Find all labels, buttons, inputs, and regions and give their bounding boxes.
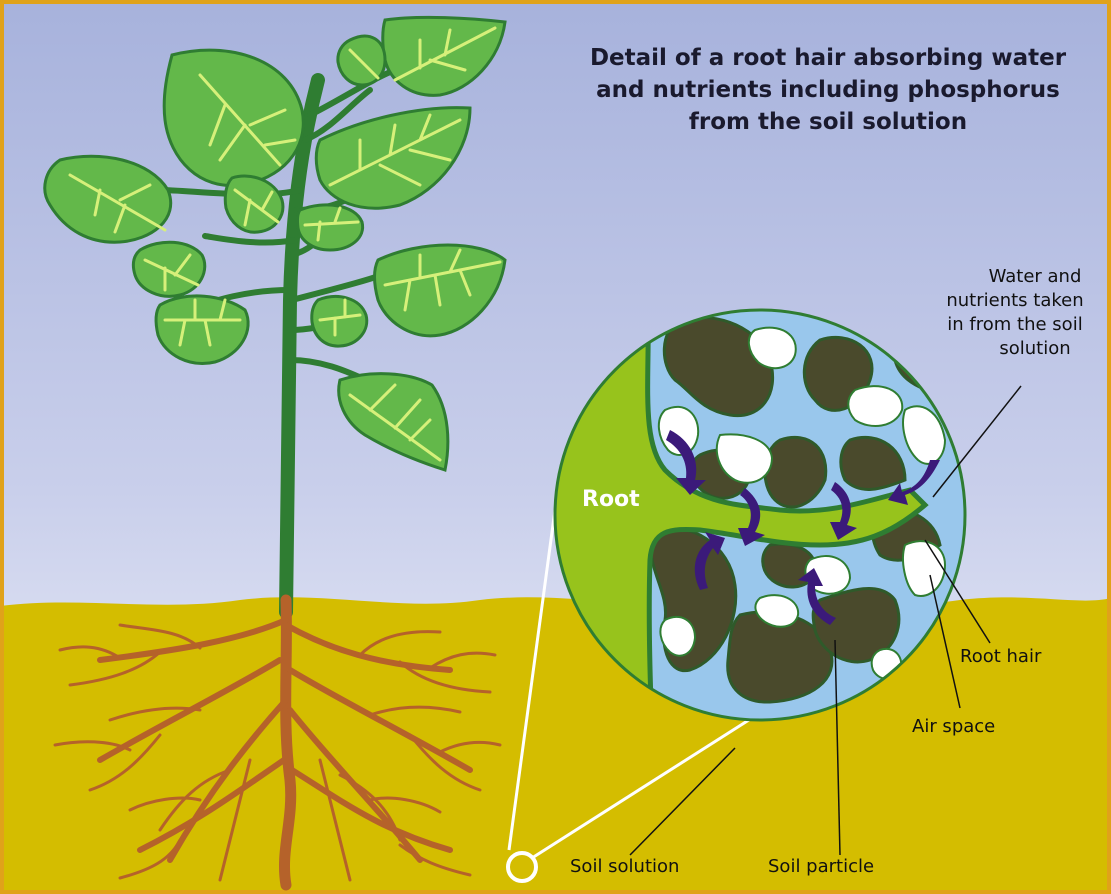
title-line-2: and nutrients including phosphorus: [578, 77, 1078, 103]
soil-solution-label: Soil solution: [570, 856, 679, 877]
title-line-1: Detail of a root hair absorbing water: [578, 45, 1078, 71]
water-label-line-3: in from the soil: [920, 314, 1110, 335]
root-label: Root: [582, 487, 640, 512]
root-hair-label: Root hair: [960, 646, 1041, 667]
title-line-3: from the soil solution: [578, 109, 1078, 135]
soil-particle-label: Soil particle: [768, 856, 874, 877]
water-label-line-4: solution: [935, 338, 1111, 359]
air-space-label: Air space: [912, 716, 995, 737]
water-label-line-1: Water and: [935, 266, 1111, 287]
water-label-line-2: nutrients taken: [920, 290, 1110, 311]
